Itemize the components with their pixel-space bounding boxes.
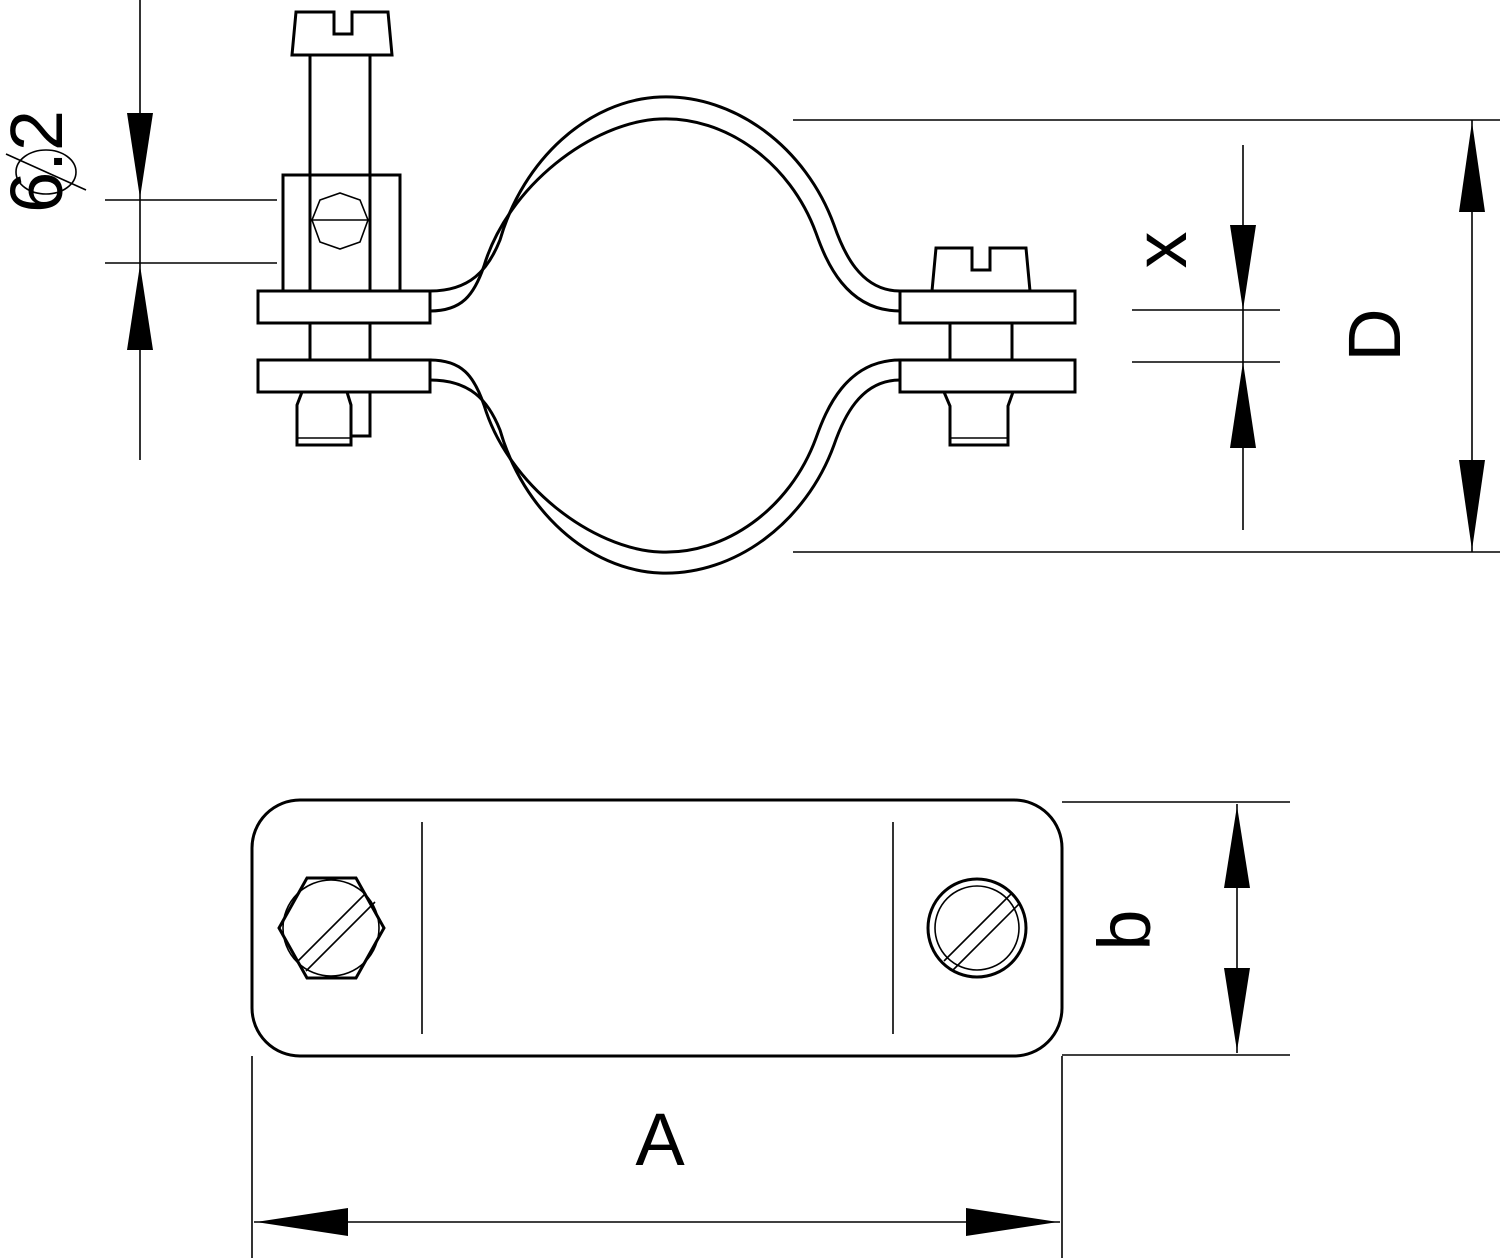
- dimension-strip-thickness: x: [1119, 145, 1280, 530]
- arrowhead-right-A: [966, 1208, 1058, 1236]
- right-upper-tab: [898, 289, 1077, 325]
- dimension-hole-diameter: 6.2: [0, 0, 277, 460]
- plate-outline: [250, 798, 1064, 1058]
- diameter-symbol-slash-icon: [5, 153, 87, 191]
- plate-hex-nut: [277, 876, 386, 980]
- screw-head-inner-circle: [934, 885, 1020, 971]
- dim-text-D: D: [1333, 308, 1416, 361]
- hex-nut-outline-icon: [277, 876, 386, 980]
- diameter-symbol-group: [5, 149, 87, 195]
- screw-head-outer-circle-icon: [926, 877, 1028, 979]
- arrowhead-up-D: [1459, 122, 1485, 212]
- dimension-plate-width: b: [1062, 801, 1290, 1056]
- arrowhead-down-D: [1459, 460, 1485, 550]
- hex-nut-washer-circle: [282, 879, 380, 977]
- dim-text-x: x: [1119, 232, 1202, 269]
- arrowhead-left-A: [256, 1208, 348, 1236]
- bottom-view: [250, 798, 1064, 1058]
- left-nut-octagon-icon: [311, 192, 369, 250]
- screw-head-slot-edge-2: [952, 902, 1021, 971]
- band-inner-upper: [429, 117, 901, 313]
- left-nut-block: [281, 173, 402, 295]
- right-screw-shaft-mid: [948, 321, 1014, 362]
- right-screw-head: [930, 246, 1032, 293]
- band-inner-lower: [429, 358, 901, 554]
- arrowhead-down-b: [1224, 968, 1250, 1051]
- arrowhead-up-hole-diameter: [127, 265, 153, 350]
- band-outer-upper: [258, 95, 1075, 293]
- left-screw-head: [290, 10, 394, 57]
- hex-nut-slot-edge-1: [296, 892, 367, 963]
- hex-nut-slot-edge-2: [305, 901, 376, 972]
- arrowhead-up-b: [1224, 806, 1250, 888]
- dim-text-A: A: [635, 1098, 685, 1181]
- arrowhead-up-x: [1230, 362, 1256, 448]
- left-screw-threaded-end: [295, 390, 353, 447]
- left-lower-tab: [256, 358, 432, 394]
- dimension-outer-diameter: D: [793, 119, 1500, 553]
- right-screw-threaded-end: [941, 390, 1016, 447]
- left-screw-shaft-mid: [308, 321, 372, 362]
- arrowhead-down-x: [1230, 225, 1256, 310]
- right-lower-tab: [898, 358, 1077, 394]
- band-outer-lower: [258, 378, 1075, 575]
- front-view: [256, 10, 1077, 575]
- arrowhead-down-hole-diameter: [127, 113, 153, 198]
- dim-text-b: b: [1083, 909, 1166, 950]
- dim-text-hole-diameter: 6.2: [0, 110, 78, 213]
- plate-screw-head: [926, 877, 1028, 979]
- screw-head-slot-edge-1: [943, 893, 1012, 962]
- diameter-symbol-circle-icon: [15, 149, 77, 195]
- left-upper-tab: [256, 289, 432, 325]
- dimension-plate-length: A: [251, 1056, 1063, 1258]
